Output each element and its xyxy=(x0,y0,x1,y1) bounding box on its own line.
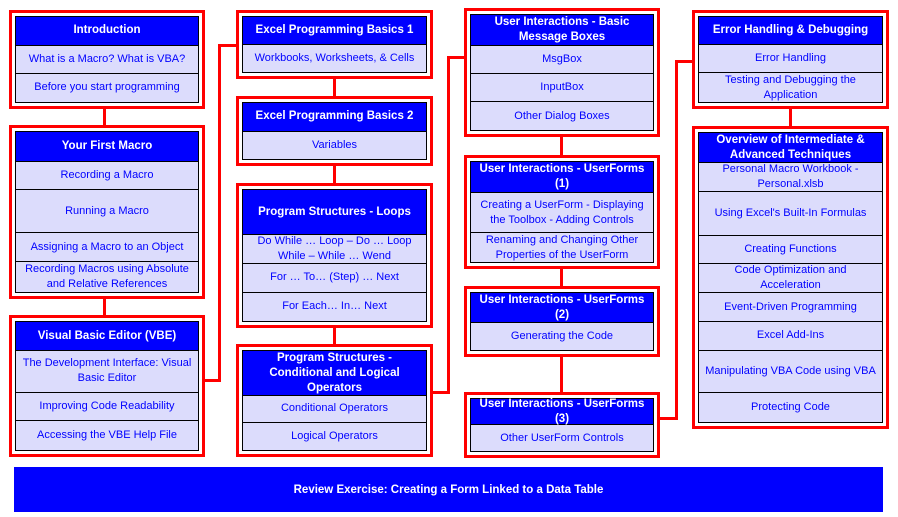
connector-line xyxy=(675,60,678,420)
lesson-link[interactable]: Manipulating VBA Code using VBA xyxy=(699,350,882,394)
lesson-link[interactable]: InputBox xyxy=(471,74,653,103)
connector-line xyxy=(218,44,237,47)
module-header[interactable]: Excel Programming Basics 1 xyxy=(243,17,426,45)
lesson-link[interactable]: Personal Macro Workbook - Personal.xlsb xyxy=(699,163,882,192)
module-header[interactable]: Your First Macro xyxy=(16,132,198,162)
lesson-link[interactable]: Accessing the VBE Help File xyxy=(16,420,198,450)
module-header[interactable]: Introduction xyxy=(16,17,198,46)
module-table: User Interactions - UserForms (2)Generat… xyxy=(470,292,654,351)
lesson-link[interactable]: Error Handling xyxy=(699,45,882,73)
lesson-link[interactable]: Workbooks, Worksheets, & Cells xyxy=(243,45,426,72)
module-header[interactable]: Excel Programming Basics 2 xyxy=(243,103,426,132)
module-header[interactable]: User Interactions - UserForms (2) xyxy=(471,293,653,323)
module-visual-basic-editor-vbe: Visual Basic Editor (VBE)The Development… xyxy=(9,315,205,457)
lesson-link[interactable]: Other UserForm Controls xyxy=(471,425,653,451)
connector-line xyxy=(333,78,336,97)
module-header[interactable]: User Interactions - Basic Message Boxes xyxy=(471,15,653,46)
lesson-link[interactable]: Generating the Code xyxy=(471,323,653,350)
module-table: User Interactions - UserForms (3)Other U… xyxy=(470,398,654,452)
lesson-link[interactable]: Logical Operators xyxy=(243,422,426,450)
connector-line xyxy=(103,298,106,316)
lesson-link[interactable]: Variables xyxy=(243,131,426,159)
lesson-link[interactable]: What is a Macro? What is VBA? xyxy=(16,45,198,74)
lesson-link[interactable]: Before you start programming xyxy=(16,74,198,102)
lesson-link[interactable]: Using Excel's Built-In Formulas xyxy=(699,192,882,236)
module-table: Program Structures - Conditional and Log… xyxy=(242,350,427,451)
connector-line xyxy=(333,165,336,184)
connector-line xyxy=(204,379,221,382)
connector-line xyxy=(560,136,563,156)
connector-line xyxy=(789,108,792,127)
lesson-link[interactable]: The Development Interface: Visual Basic … xyxy=(16,351,198,393)
lesson-link[interactable]: Testing and Debugging the Application xyxy=(699,73,882,102)
module-header[interactable]: Error Handling & Debugging xyxy=(699,17,882,46)
lesson-link[interactable]: Creating Functions xyxy=(699,235,882,265)
connector-line xyxy=(560,268,563,287)
module-table: Visual Basic Editor (VBE)The Development… xyxy=(15,321,199,451)
connector-line xyxy=(447,56,450,394)
module-table: User Interactions - UserForms (1)Creatin… xyxy=(470,161,654,263)
lesson-link[interactable]: Recording a Macro xyxy=(16,161,198,191)
lesson-link[interactable]: Conditional Operators xyxy=(243,396,426,423)
lesson-link[interactable]: Renaming and Changing Other Properties o… xyxy=(471,233,653,262)
lesson-link[interactable]: Event-Driven Programming xyxy=(699,293,882,322)
lesson-link[interactable]: For Each… In… Next xyxy=(243,292,426,322)
module-header[interactable]: User Interactions - UserForms (3) xyxy=(471,398,653,425)
module-header[interactable]: Program Structures - Conditional and Log… xyxy=(243,351,426,396)
review-exercise-banner[interactable]: Review Exercise: Creating a Form Linked … xyxy=(14,467,883,512)
module-user-interactions-userforms-2: User Interactions - UserForms (2)Generat… xyxy=(464,286,660,357)
module-header[interactable]: User Interactions - UserForms (1) xyxy=(471,162,653,193)
module-user-interactions-userforms-3: User Interactions - UserForms (3)Other U… xyxy=(464,392,660,458)
connector-line xyxy=(659,417,678,420)
connector-line xyxy=(432,391,450,394)
lesson-link[interactable]: Running a Macro xyxy=(16,190,198,234)
connector-line xyxy=(675,60,693,63)
lesson-link[interactable]: Other Dialog Boxes xyxy=(471,102,653,130)
lesson-link[interactable]: Protecting Code xyxy=(699,393,882,422)
module-user-interactions-userforms-1: User Interactions - UserForms (1)Creatin… xyxy=(464,155,660,269)
lesson-link[interactable]: Do While … Loop – Do … Loop While – Whil… xyxy=(243,235,426,265)
module-header[interactable]: Visual Basic Editor (VBE) xyxy=(16,322,198,352)
connector-line xyxy=(560,356,563,393)
lesson-link[interactable]: Excel Add-Ins xyxy=(699,322,882,351)
connector-line xyxy=(103,108,106,126)
lesson-link[interactable]: Recording Macros using Absolute and Rela… xyxy=(16,262,198,292)
lesson-link[interactable]: Code Optimization and Acceleration xyxy=(699,264,882,294)
module-table: Overview of Intermediate & Advanced Tech… xyxy=(698,132,883,423)
connector-line xyxy=(218,44,221,382)
module-overview-of-intermediate-advanced-techniques: Overview of Intermediate & Advanced Tech… xyxy=(692,126,889,429)
lesson-link[interactable]: MsgBox xyxy=(471,46,653,75)
module-header[interactable]: Overview of Intermediate & Advanced Tech… xyxy=(699,133,882,163)
module-header[interactable]: Program Structures - Loops xyxy=(243,190,426,236)
connector-line xyxy=(333,327,336,345)
lesson-link[interactable]: For … To… (Step) … Next xyxy=(243,264,426,293)
module-program-structures-conditional-and-logical-operators: Program Structures - Conditional and Log… xyxy=(236,344,433,457)
lesson-link[interactable]: Creating a UserForm - Displaying the Too… xyxy=(471,193,653,233)
lesson-link[interactable]: Assigning a Macro to an Object xyxy=(16,233,198,262)
lesson-link[interactable]: Improving Code Readability xyxy=(16,392,198,421)
connector-line xyxy=(447,56,465,59)
